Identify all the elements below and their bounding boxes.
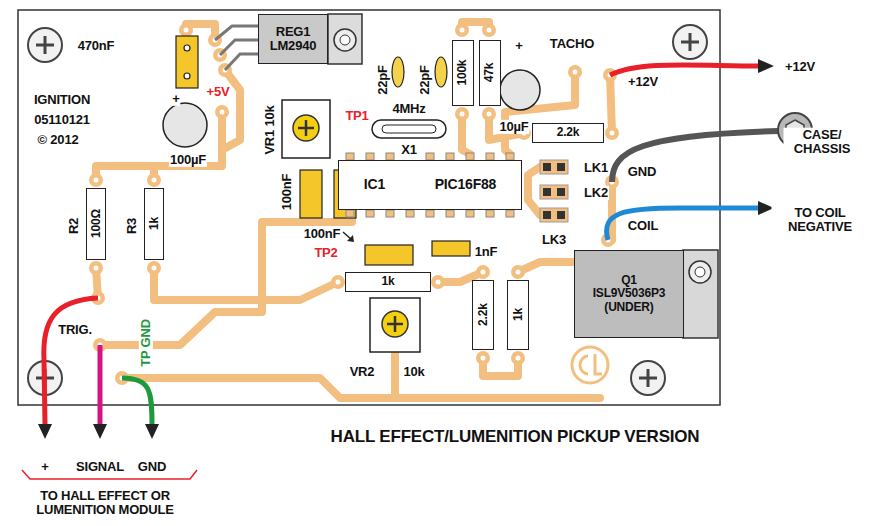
- component-text: Q1: [621, 274, 637, 287]
- solder-pads: [89, 23, 619, 385]
- part-label: R3: [125, 217, 139, 235]
- part-label: 100µF: [169, 153, 207, 167]
- regulator-body: REG1LM2940: [258, 14, 328, 64]
- part-label: 470nF: [77, 39, 116, 53]
- resistor-symbol: 1k: [507, 280, 529, 350]
- component-text: 1k: [511, 309, 524, 322]
- part-label: GND: [137, 460, 167, 474]
- ic-body: IC1 PIC16F88: [338, 160, 522, 210]
- component-text: IC1: [364, 177, 385, 192]
- board-outline: [18, 10, 720, 405]
- transistor-body: Q1ISL9V5036P3 (UNDER): [574, 250, 684, 338]
- part-label: © 2012: [37, 133, 80, 147]
- part-label: VR1 10k: [263, 104, 277, 155]
- component-text: 2.2k: [557, 126, 580, 139]
- external-wires: [22, 59, 812, 479]
- part-label: TP GND: [139, 318, 153, 368]
- part-label: LK2: [583, 186, 609, 200]
- part-label: LK1: [583, 161, 609, 175]
- part-label: VR2: [349, 365, 376, 379]
- part-label: 22pF: [376, 64, 390, 96]
- resistor-symbol: 2.2k: [472, 280, 494, 350]
- part-label: IGNITION: [33, 93, 91, 107]
- part-label: 05110121: [33, 113, 91, 127]
- part-label: 100nF: [280, 173, 294, 212]
- part-label: TRIG.: [57, 323, 93, 337]
- part-label: 4MHz: [391, 102, 426, 116]
- logo-symbol: [572, 347, 608, 383]
- caption-text: HALL EFFECT/LUMENITION PICKUP VERSION: [330, 428, 701, 447]
- resistor-symbol: 1k: [144, 188, 164, 260]
- component-text: 47k: [483, 63, 496, 82]
- regulator-symbol: [215, 14, 362, 70]
- part-label: SIGNAL: [75, 460, 125, 474]
- part-label: TP2: [313, 246, 338, 260]
- copper-tracks: [96, 22, 612, 398]
- capacitor-symbols: [163, 36, 540, 265]
- part-label: R2: [67, 217, 81, 235]
- component-text: 100Ω: [89, 210, 102, 239]
- part-label: CASE/ CHASSIS: [784, 128, 861, 157]
- part-label: +5V: [206, 85, 231, 99]
- part-label: 10k: [402, 365, 425, 379]
- component-text: ISL9V5036P3 (UNDER): [579, 287, 679, 313]
- mounting-screws: [28, 25, 707, 395]
- part-label: +12V: [627, 75, 659, 89]
- component-text: 1k: [382, 275, 395, 288]
- part-label: TP1: [344, 109, 369, 123]
- transistor-tab: [683, 250, 718, 338]
- part-label: LK3: [541, 233, 567, 247]
- part-label: TACHO: [549, 37, 595, 51]
- resistor-symbol: 1k: [345, 272, 431, 292]
- arrow-marker: [343, 232, 354, 242]
- part-label: COIL: [627, 219, 659, 233]
- part-label: GND: [627, 165, 657, 179]
- component-text: PIC16F88: [435, 177, 496, 192]
- component-text: 2.2k: [476, 304, 489, 327]
- part-label: +12V: [784, 60, 816, 74]
- resistor-symbol: 100Ω: [86, 188, 106, 260]
- part-label: +: [171, 92, 180, 106]
- part-label: TO HALL EFFECT OR LUMENITION MODULE: [14, 489, 196, 518]
- part-label: 22pF: [418, 64, 432, 96]
- part-label: TO COIL NEGATIVE: [772, 206, 869, 235]
- component-text: LM2940: [270, 39, 317, 53]
- crystal-symbol: [372, 120, 446, 138]
- component-text: REG1: [276, 25, 311, 39]
- resistor-symbol: 47k: [479, 40, 501, 106]
- component-text: 1k: [147, 218, 160, 231]
- link-headers: [540, 160, 568, 222]
- part-label: +: [40, 460, 49, 474]
- part-label: +: [514, 39, 523, 53]
- part-label: 10µF: [498, 120, 529, 134]
- resistor-symbol: 100k: [452, 40, 474, 106]
- part-label: 1nF: [474, 245, 499, 259]
- resistor-symbol: 2.2k: [532, 123, 604, 143]
- trimpot-symbols: [282, 100, 420, 352]
- part-label: X1: [400, 143, 418, 157]
- component-text: 100k: [456, 60, 469, 86]
- part-label: 100nF: [303, 227, 342, 241]
